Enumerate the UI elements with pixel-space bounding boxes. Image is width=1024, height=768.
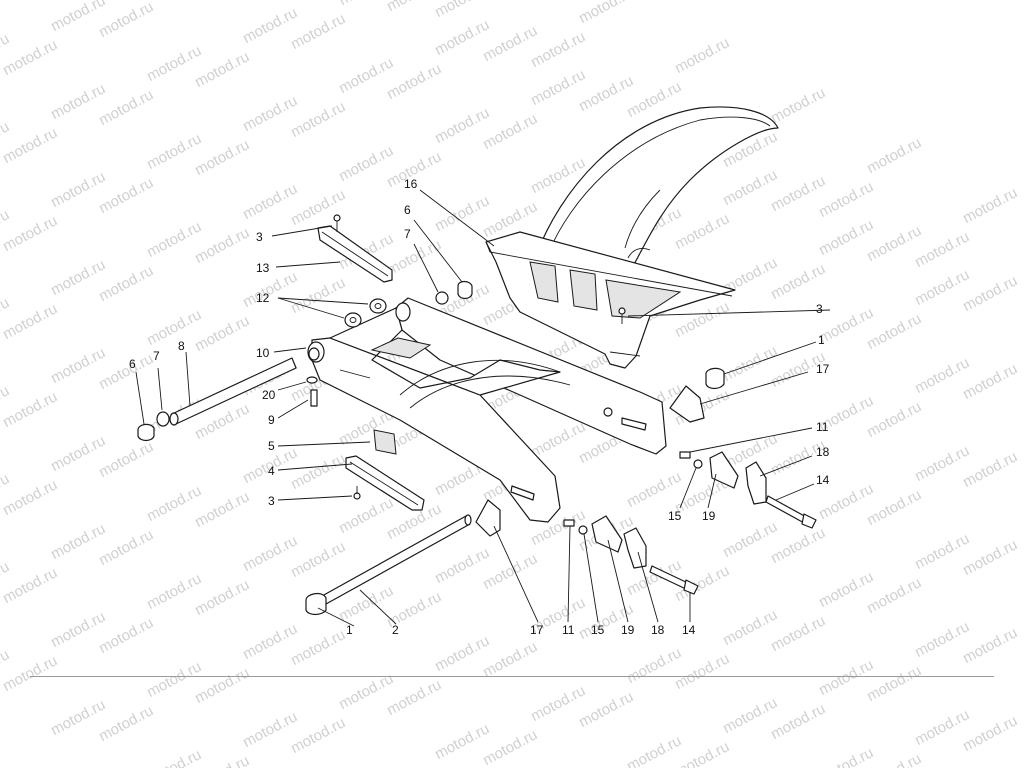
callout-3-right: 3 bbox=[816, 302, 823, 316]
washer-15-bottom bbox=[578, 525, 588, 535]
bracket-17-right bbox=[669, 385, 705, 423]
callout-2: 2 bbox=[392, 623, 399, 637]
callout-13: 13 bbox=[256, 261, 270, 275]
callout-16: 16 bbox=[404, 177, 418, 191]
cap-6-left bbox=[137, 423, 155, 442]
callout-4: 4 bbox=[268, 464, 275, 478]
callout-19-bottom: 19 bbox=[621, 623, 635, 637]
screw-11-right bbox=[679, 451, 691, 459]
callout-15-bottom: 15 bbox=[591, 623, 605, 637]
callout-9: 9 bbox=[268, 413, 275, 427]
bushing-10 bbox=[308, 347, 320, 361]
screw-3-guard bbox=[618, 307, 626, 324]
callout-labels: 3 13 16 6 7 3 12 1 17 8 10 7 6 20 9 5 4 … bbox=[129, 177, 830, 637]
plate-5 bbox=[373, 429, 397, 455]
callout-17-right: 17 bbox=[816, 362, 830, 376]
callout-3-top: 3 bbox=[256, 230, 263, 244]
callout-8: 8 bbox=[178, 339, 185, 353]
adjuster-19-right bbox=[709, 451, 739, 489]
callout-12: 12 bbox=[256, 291, 270, 305]
callout-14-right: 14 bbox=[816, 473, 830, 487]
callout-17-bottom: 17 bbox=[530, 623, 544, 637]
swingarm bbox=[307, 297, 667, 523]
washer-7-top bbox=[435, 291, 449, 305]
adjuster-19-bottom bbox=[591, 515, 623, 553]
washer-15-right bbox=[693, 459, 703, 469]
callout-6-top: 6 bbox=[404, 203, 411, 217]
bolt-14-bottom bbox=[649, 565, 699, 595]
chain-slider-4 bbox=[345, 455, 425, 511]
nut-1-right bbox=[705, 367, 725, 390]
leader-lines bbox=[135, 189, 831, 627]
callout-1-right: 1 bbox=[818, 333, 825, 347]
callout-3-left: 3 bbox=[268, 494, 275, 508]
rear-mudguard bbox=[485, 106, 779, 369]
footer-divider bbox=[30, 676, 994, 677]
callout-11-right: 11 bbox=[816, 420, 829, 434]
screw-11-bottom bbox=[563, 519, 575, 527]
cap-6-top bbox=[457, 280, 473, 300]
callout-5: 5 bbox=[268, 439, 275, 453]
bolt-9 bbox=[310, 389, 318, 407]
callout-7-left: 7 bbox=[153, 349, 160, 363]
callout-20: 20 bbox=[262, 388, 276, 402]
callout-18-right: 18 bbox=[816, 445, 830, 459]
chain-slider-13 bbox=[317, 225, 393, 283]
callout-14-bottom: 14 bbox=[682, 623, 696, 637]
axle-2 bbox=[321, 514, 472, 605]
callout-6-left: 6 bbox=[129, 357, 136, 371]
screw-3-left bbox=[353, 486, 361, 500]
callout-18-bottom: 18 bbox=[651, 623, 665, 637]
callout-10: 10 bbox=[256, 346, 270, 360]
washer-7-left bbox=[156, 411, 170, 427]
nut-1-bottom bbox=[305, 592, 327, 616]
callout-19-right: 19 bbox=[702, 509, 716, 523]
callout-1-bottom: 1 bbox=[346, 623, 353, 637]
washers-12 bbox=[344, 298, 387, 328]
washer-20 bbox=[306, 376, 318, 384]
bolt-14-right bbox=[765, 495, 817, 529]
screw-3-top bbox=[333, 214, 341, 232]
plate-18-right bbox=[745, 461, 767, 505]
callout-11-bottom: 11 bbox=[562, 623, 575, 637]
callout-7-top: 7 bbox=[404, 227, 411, 241]
callout-15-right: 15 bbox=[668, 509, 682, 523]
pivot-shaft-8 bbox=[169, 357, 297, 426]
plate-18-bottom bbox=[623, 527, 647, 569]
